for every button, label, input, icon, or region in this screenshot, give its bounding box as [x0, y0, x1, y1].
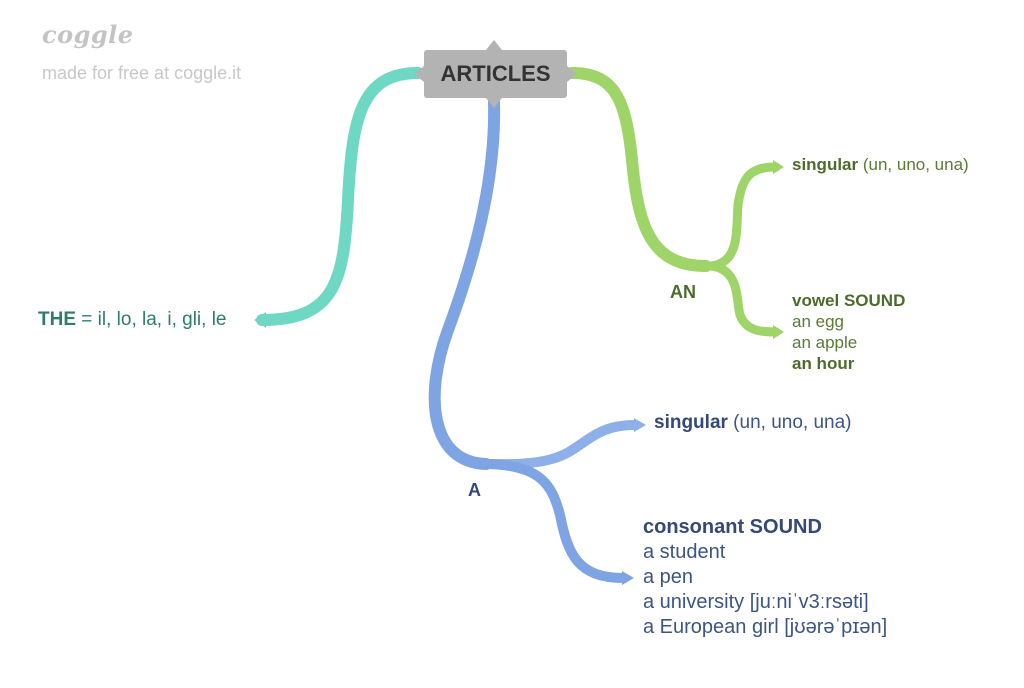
node-a-example: a European girl [jʊərəˈpɪən] — [643, 616, 888, 638]
node-an-example: an apple — [792, 333, 858, 352]
branch-a-consonant-arrow — [622, 571, 634, 585]
node-a-singular[interactable]: singular (un, uno, una) — [654, 412, 852, 434]
node-an-singular[interactable]: singular (un, uno, una) — [792, 155, 969, 175]
coggle-logo[interactable]: coggle — [42, 20, 134, 49]
root-notch-right — [567, 66, 577, 82]
node-the[interactable]: THE = il, lo, la, i, gli, le — [38, 309, 226, 331]
branch-a-consonant-connector[interactable] — [485, 459, 629, 583]
root-notch-left — [414, 66, 424, 82]
branding-tagline[interactable]: made for free at coggle.it — [42, 63, 242, 83]
node-an-example: an egg — [792, 312, 844, 331]
node-a-consonant-title: consonant SOUND — [643, 516, 822, 538]
node-an-vowel-sound[interactable]: vowel SOUND an egg an apple an hour — [792, 290, 905, 374]
node-a-singular-bold: singular — [654, 412, 728, 433]
branch-an-connector[interactable] — [566, 67, 712, 272]
root-node-articles[interactable]: ARTICLES — [424, 50, 567, 98]
branch-a-singular-connector[interactable] — [485, 420, 641, 470]
node-a-consonant-sound[interactable]: consonant SOUND a student a pen a univer… — [643, 515, 887, 640]
branch-a-connector[interactable] — [428, 96, 501, 470]
node-the-bold: THE — [38, 309, 76, 330]
node-an-vowel-title: vowel SOUND — [792, 291, 906, 310]
branch-an-singular-connector[interactable] — [707, 162, 781, 271]
node-a-example: a pen — [643, 566, 694, 588]
branch-an-vowel-arrow — [773, 325, 784, 339]
branch-an-singular-arrow — [773, 160, 784, 174]
node-a-example: a student — [643, 541, 726, 563]
root-notch-bottom — [486, 98, 502, 108]
node-an-example-hour: an hour — [792, 354, 855, 373]
node-a-singular-rest: (un, uno, una) — [727, 412, 852, 433]
node-an-singular-bold: singular — [792, 155, 859, 174]
branch-a-singular-arrow — [634, 418, 646, 432]
branch-the-arrow — [254, 312, 266, 328]
node-a[interactable]: A — [468, 480, 481, 500]
branch-the-connector[interactable] — [256, 67, 424, 326]
node-a-example: a university [juːniˈv3ːrsəti] — [643, 591, 869, 613]
node-the-rest: = il, lo, la, i, gli, le — [76, 309, 227, 330]
node-an[interactable]: AN — [670, 282, 696, 302]
root-node-label: ARTICLES — [440, 61, 551, 86]
branch-an-vowel-connector[interactable] — [707, 261, 781, 337]
node-an-singular-rest: (un, uno, una) — [858, 155, 969, 174]
root-notch-top — [486, 40, 502, 50]
